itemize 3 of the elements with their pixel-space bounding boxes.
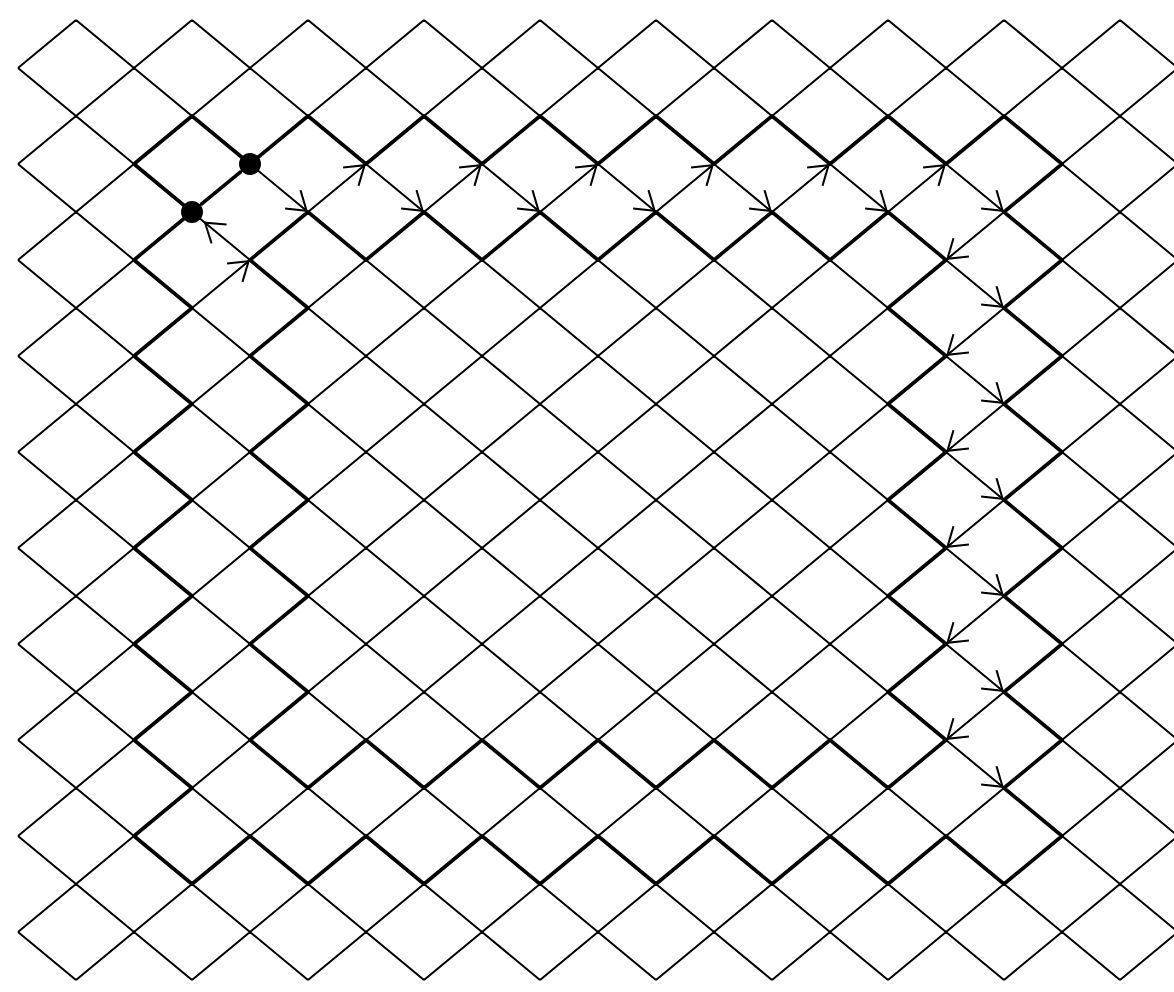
path-segment (199, 169, 243, 207)
dot (181, 201, 203, 223)
dot (239, 153, 261, 175)
